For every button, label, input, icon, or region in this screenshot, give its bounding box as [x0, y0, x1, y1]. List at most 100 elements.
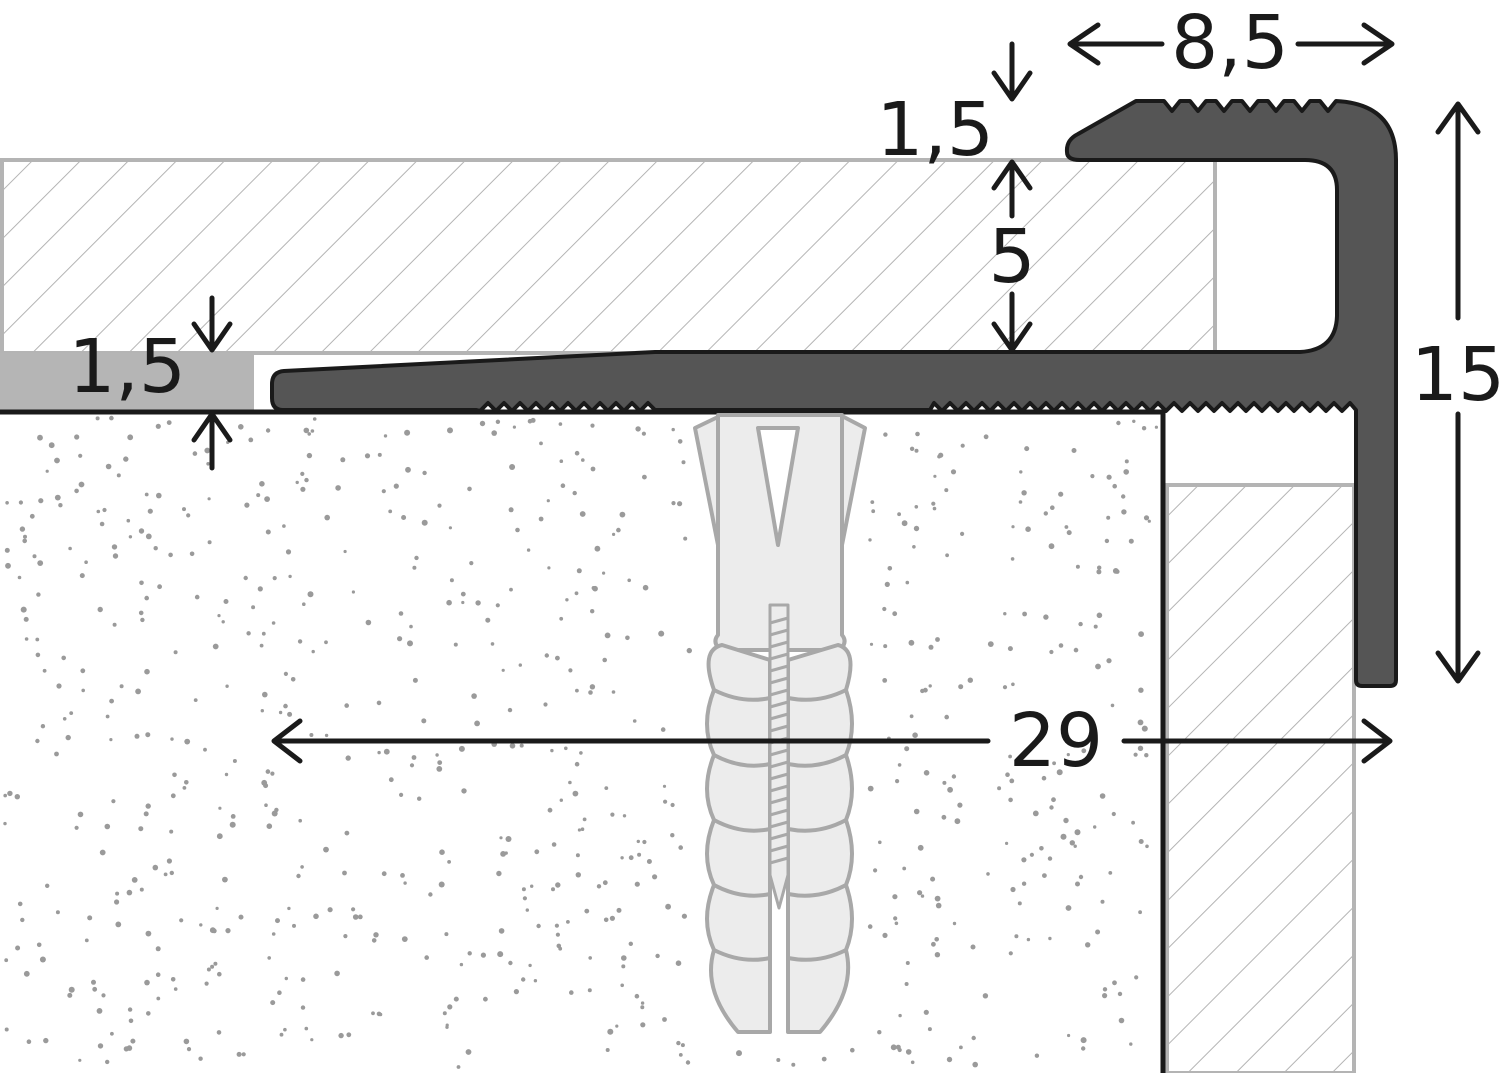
screed-speck: [508, 960, 513, 966]
screed-speck: [675, 960, 682, 966]
screed-speck: [251, 605, 256, 610]
screed-speck: [96, 509, 101, 514]
screed-speck: [495, 419, 501, 424]
screed-speck: [449, 578, 454, 583]
screed-speck: [241, 1052, 246, 1057]
screed-speck: [1096, 569, 1102, 575]
screed-speck: [324, 733, 329, 738]
screed-speck: [223, 599, 229, 604]
screed-speck: [677, 439, 683, 444]
screed-speck: [238, 424, 244, 430]
screed-speck: [101, 993, 106, 998]
screed-speck: [1108, 871, 1113, 875]
screed-speck: [512, 425, 517, 429]
screed-speck: [95, 416, 100, 421]
screed-speck: [7, 790, 13, 797]
screed-speck: [678, 845, 683, 850]
screed-speck: [284, 976, 288, 981]
screed-speck: [671, 427, 675, 432]
screed-speck: [186, 513, 191, 518]
screed-speck: [78, 1058, 82, 1062]
screed-speck: [554, 923, 560, 928]
screed-speck: [139, 887, 144, 892]
screed-speck: [1073, 647, 1079, 653]
screed-speck: [78, 481, 85, 488]
screed-speck: [584, 908, 590, 914]
stair-riser: [1165, 483, 1356, 1073]
screed-speck: [867, 785, 874, 792]
screed-speck: [152, 864, 159, 871]
underlay-layer: [0, 353, 254, 411]
screed-speck: [884, 581, 890, 588]
screed-speck: [530, 884, 534, 888]
screed-speck: [574, 591, 579, 596]
screed-speck: [230, 814, 236, 819]
screed-speck: [56, 683, 62, 689]
screed-speck: [923, 1009, 929, 1015]
dim-label-covering-thickness: 5: [988, 214, 1035, 300]
screed-speck: [310, 429, 315, 433]
screed-speck: [207, 540, 212, 545]
screed-speck: [620, 856, 624, 860]
screed-speck: [941, 814, 947, 820]
screed-speck: [243, 575, 248, 581]
screed-speck: [496, 870, 502, 877]
screed-speck: [479, 420, 486, 427]
screed-speck: [572, 790, 579, 797]
screed-speck: [22, 538, 28, 544]
screed-speck: [612, 532, 616, 537]
screed-speck: [550, 748, 554, 753]
screed-speck: [222, 876, 228, 883]
screed-speck: [346, 1032, 352, 1038]
screed-speck: [296, 873, 301, 879]
screed-speck: [902, 866, 907, 871]
screed-speck: [1099, 793, 1106, 799]
arrow-width-cap-left: [1067, 22, 1165, 66]
screed-speck: [519, 743, 524, 748]
screed-speck: [405, 466, 411, 473]
screed-speck: [436, 766, 443, 772]
screed-speck: [428, 892, 433, 897]
screed-speck: [155, 423, 161, 429]
screed-speck: [1129, 1042, 1133, 1046]
screed-speck: [351, 907, 356, 912]
screed-speck: [109, 698, 114, 704]
screed-speck: [575, 872, 581, 878]
screed-speck: [194, 594, 200, 600]
screed-speck: [307, 591, 314, 598]
screed-speck: [591, 586, 596, 590]
screed-speck: [1112, 483, 1117, 489]
screed-speck: [342, 870, 347, 876]
screed-speck: [1010, 557, 1015, 561]
screed-speck: [1008, 754, 1012, 759]
screed-speck: [1100, 899, 1105, 904]
screed-speck: [642, 584, 649, 591]
screed-speck: [536, 923, 541, 929]
screed-speck: [456, 1065, 461, 1069]
screed-speck: [986, 872, 990, 876]
screed-speck: [357, 914, 363, 920]
screed-speck: [300, 471, 305, 476]
screw-thread-line: [769, 664, 789, 673]
screed-speck: [931, 501, 936, 506]
screed-speck: [109, 415, 114, 421]
screed-speck: [126, 889, 133, 896]
screed-speck: [383, 748, 390, 755]
screed-speck: [84, 560, 88, 564]
screed-speck: [1138, 631, 1144, 637]
screed-speck: [1007, 646, 1013, 652]
screed-speck: [438, 881, 445, 888]
screed-speck: [915, 431, 920, 437]
screed-speck: [146, 1011, 151, 1016]
screed-speck: [625, 635, 630, 641]
screed-speck: [307, 432, 312, 436]
screed-speck: [400, 873, 405, 878]
screed-speck: [509, 743, 516, 749]
screed-speck: [334, 970, 340, 977]
screed-speck: [111, 799, 116, 804]
screed-speck: [277, 990, 282, 995]
screed-speck: [1043, 614, 1049, 620]
screed-speck: [538, 516, 544, 522]
screed-speck: [1058, 643, 1064, 648]
screed-speck: [987, 641, 994, 647]
